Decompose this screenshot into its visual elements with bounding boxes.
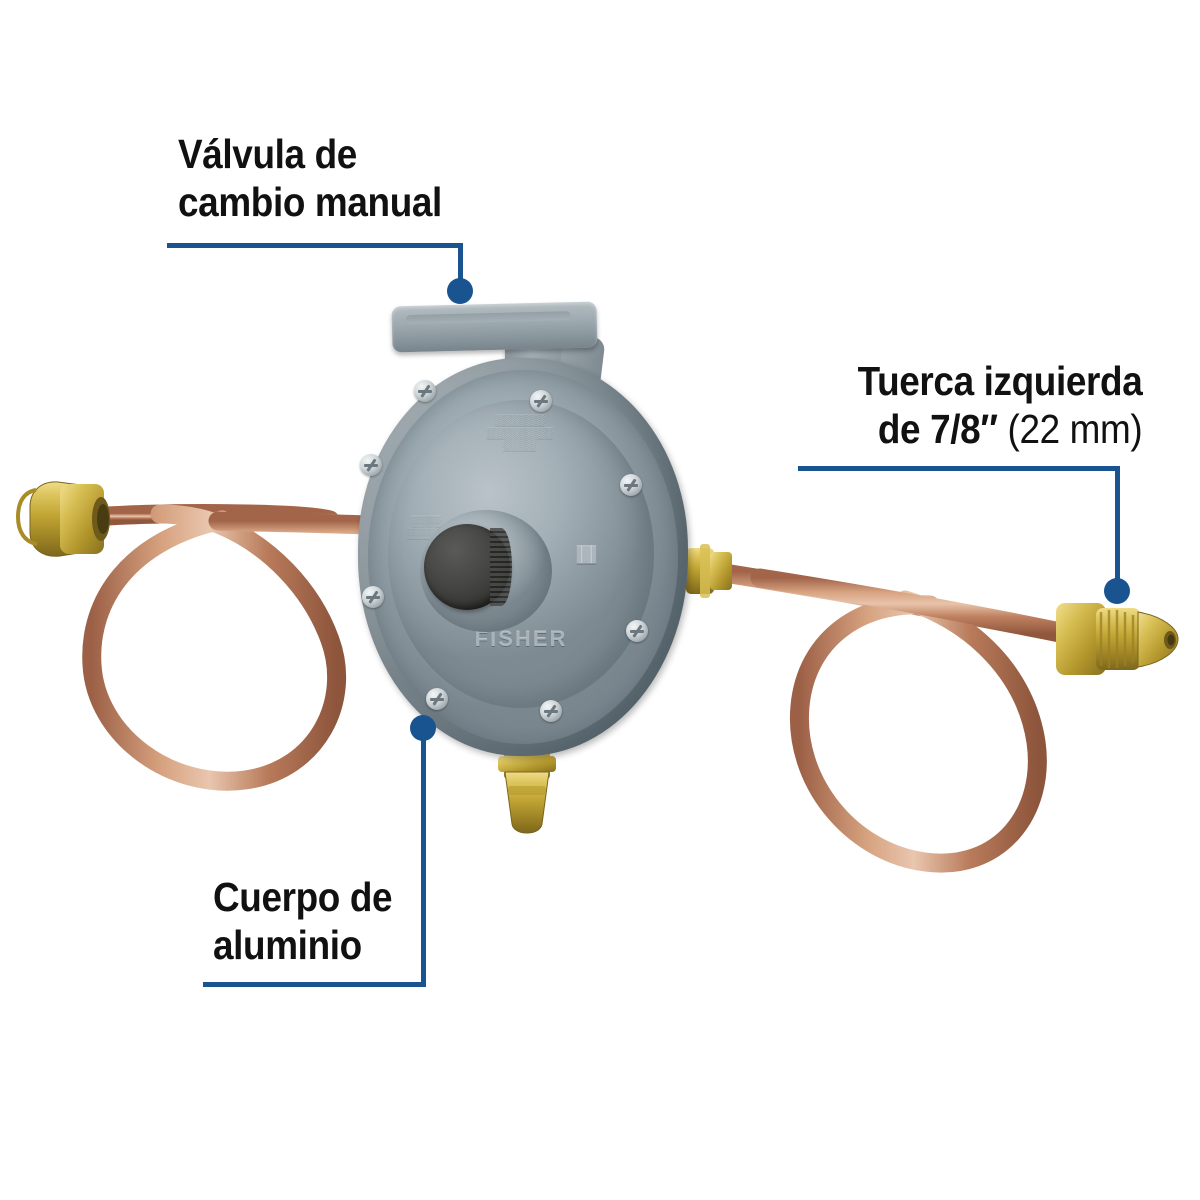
body-embossing-top: ▒▒▒▒▒▒▒▒▒▒▒▒▒▒▒▒▒▒ — [486, 414, 554, 452]
leader-nut-horizontal — [798, 466, 1120, 471]
right-pol-brass-nut-icon — [1056, 603, 1179, 675]
callout-nut-line1: Tuerca izquierda — [857, 358, 1142, 404]
callout-nut-size: de 7/8″ — [877, 405, 998, 452]
body-screw — [530, 390, 552, 412]
callout-left-hand-nut: Tuerca izquierda de 7/8″ (22 mm) — [857, 358, 1142, 454]
leader-body-vertical — [421, 728, 426, 984]
body-screw — [626, 620, 648, 642]
left-pol-brass-nut-icon — [15, 481, 110, 557]
body-screw — [540, 700, 562, 722]
callout-aluminum-body: Cuerpo de aluminio — [213, 874, 393, 970]
adjustment-cap-ribs — [490, 528, 512, 606]
callout-body-line2: aluminio — [213, 921, 362, 968]
body-embossing-mark: ▐█▌ — [571, 546, 602, 563]
leader-dot-nut — [1104, 578, 1130, 604]
body-screw — [426, 688, 448, 710]
regulator-body: ▒▒▒▒▒▒▒▒▒▒▒▒▒▒▒▒▒▒ ▒▒▒▒▒▒▒▒▒ ▐█▌ FISHER — [358, 358, 688, 756]
body-screw — [414, 380, 436, 402]
callout-manual-changeover-valve: Válvula de cambio manual — [178, 131, 442, 227]
callout-valve-line2: cambio manual — [178, 178, 442, 225]
callout-nut-line2: de 7/8″ (22 mm) — [857, 406, 1142, 454]
leader-nut-vertical — [1115, 466, 1120, 588]
body-brass-union-icon — [686, 544, 732, 598]
body-screw — [362, 586, 384, 608]
leader-valve-vertical — [458, 243, 463, 288]
body-embossing-left: ▒▒▒▒▒▒▒▒▒ — [407, 516, 445, 539]
leader-valve-horizontal — [167, 243, 463, 248]
adjustment-cap[interactable] — [424, 524, 512, 610]
manual-changeover-lever[interactable] — [391, 301, 598, 353]
callout-valve-line1: Válvula de — [178, 131, 357, 177]
leader-dot-valve — [447, 278, 473, 304]
body-screw — [360, 454, 382, 476]
callout-nut-metric: (22 mm) — [997, 405, 1142, 452]
leader-body-horizontal — [203, 982, 426, 987]
right-pigtail-tube — [708, 562, 1080, 873]
lever-groove — [405, 311, 571, 325]
callout-body-line1: Cuerpo de — [213, 874, 393, 920]
body-screw — [620, 474, 642, 496]
